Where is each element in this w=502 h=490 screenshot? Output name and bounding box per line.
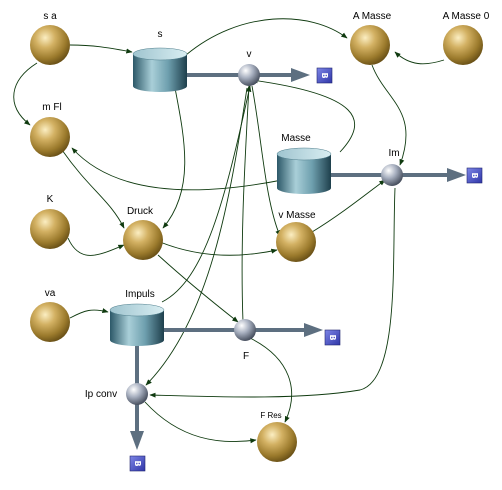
connector-f-v <box>241 85 252 323</box>
variable-f-res-label: F Res <box>260 411 281 420</box>
sink-masse-im-glyph: B <box>470 172 479 178</box>
variable-m-fl-label: m Fl <box>42 102 61 113</box>
variable-m-fl[interactable] <box>30 117 70 157</box>
connector-sa-s <box>69 44 133 54</box>
variable-va[interactable] <box>30 302 70 342</box>
stock-s[interactable] <box>132 47 188 92</box>
connector-vmasse-im <box>311 179 386 233</box>
sink-impuls-f-glyph: B <box>328 334 337 340</box>
stock-masse-label: Masse <box>281 133 311 144</box>
variable-a-masse[interactable] <box>350 25 390 65</box>
connector-sa-mfl <box>13 62 38 126</box>
connector-druck-vmasse <box>159 241 278 256</box>
valve-im[interactable] <box>381 164 403 186</box>
connector-k-druck <box>67 237 125 256</box>
connector-druck-f <box>157 254 239 323</box>
variable-a-masse-label: A Masse <box>353 11 392 22</box>
sink-impuls-f[interactable]: B <box>324 329 341 346</box>
connector-f-fres <box>249 337 293 423</box>
connector-s-amasse <box>185 18 348 56</box>
valve-ipconv[interactable] <box>126 383 148 405</box>
valve-f[interactable] <box>234 319 256 341</box>
connector-masse-v <box>251 78 356 153</box>
variable-s-a[interactable] <box>30 25 70 65</box>
valve-ipconv-label: Ip conv <box>85 389 117 400</box>
stock-masse[interactable] <box>276 147 332 194</box>
variable-a-masse-0-label: A Masse 0 <box>443 11 490 22</box>
stock-impuls[interactable] <box>109 303 165 346</box>
sink-masse-im[interactable]: B <box>466 167 483 184</box>
valve-f-label: F <box>243 351 249 362</box>
connector-v-vmasse <box>251 85 281 237</box>
connector-amasse0-amasse <box>394 51 445 65</box>
variable-a-masse-0[interactable] <box>443 25 483 65</box>
connector-mfl-druck <box>61 149 125 229</box>
connector-v-ipconv <box>145 87 248 386</box>
connector-masse-mfl <box>71 147 283 191</box>
variable-v-masse[interactable] <box>276 222 316 262</box>
variable-v-masse-label: v Masse <box>278 210 316 221</box>
sink-s-v[interactable]: B <box>316 67 333 84</box>
connector-s-druck <box>162 87 186 229</box>
connector-amasse-im <box>371 64 407 166</box>
valve-v[interactable] <box>238 64 260 86</box>
sink-impuls-ipconv-glyph: B <box>133 460 142 466</box>
connector-im-ipconv <box>149 187 396 398</box>
valve-v-label: v <box>247 49 252 60</box>
variable-f-res[interactable] <box>257 422 297 462</box>
variable-k-label: K <box>47 194 54 205</box>
connector-impuls-v <box>161 85 252 303</box>
variable-k[interactable] <box>30 209 70 249</box>
connectors <box>13 18 445 444</box>
sink-s-v-glyph: B <box>320 72 329 78</box>
connector-ipconv-fres <box>144 401 257 444</box>
valve-im-label: Im <box>388 148 399 159</box>
connector-va-impuls <box>69 308 109 319</box>
variable-s-a-label: s a <box>43 11 57 22</box>
stock-impuls-label: Impuls <box>125 289 154 300</box>
variable-va-label: va <box>45 288 56 299</box>
sink-impuls-ipconv[interactable]: B <box>129 455 146 472</box>
stock-s-label: s <box>158 29 163 40</box>
variable-druck-label: Druck <box>127 206 154 217</box>
variable-druck[interactable] <box>123 220 163 260</box>
